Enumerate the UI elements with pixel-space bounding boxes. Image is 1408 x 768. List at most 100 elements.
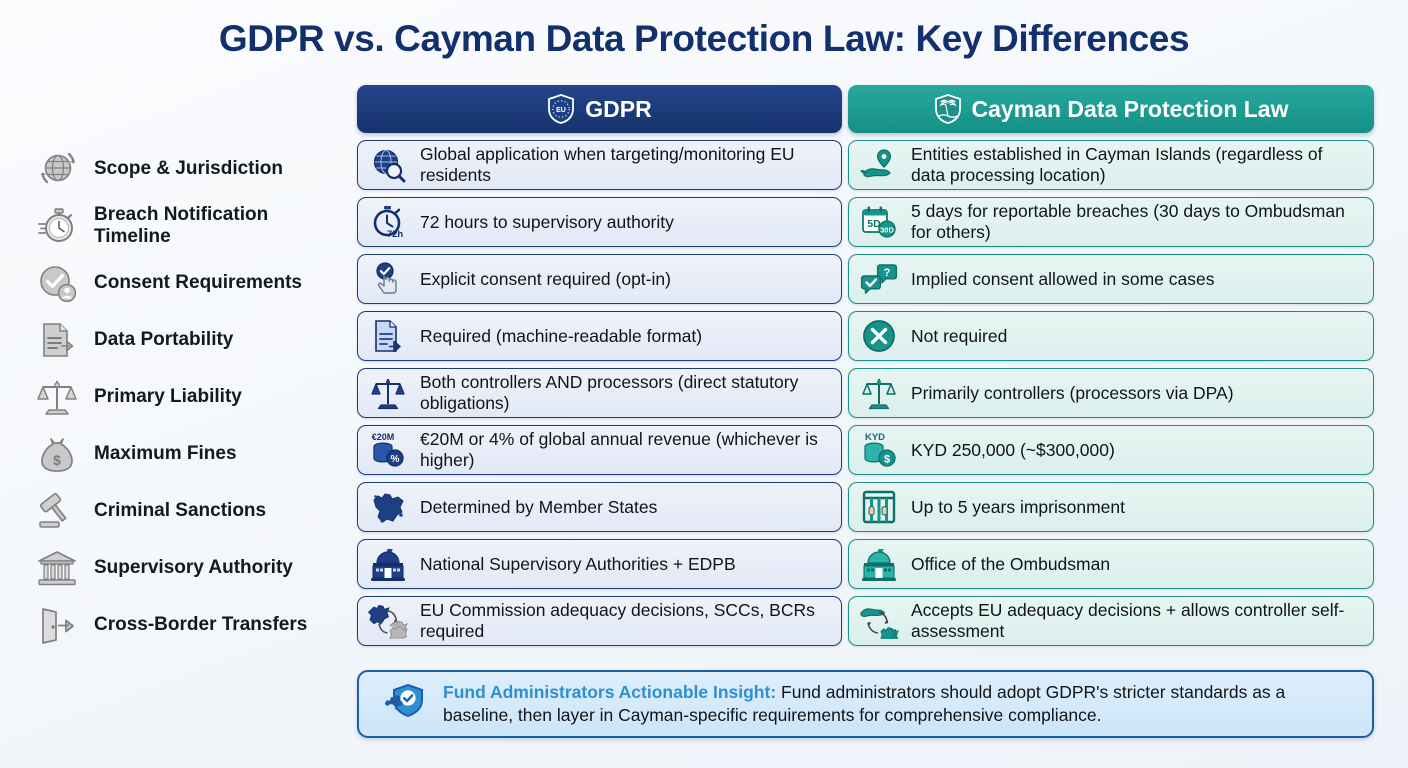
gdpr-cell-text: National Supervisory Authorities + EDPB — [420, 553, 736, 574]
criteria-row: Consent Requirements — [34, 254, 346, 311]
coins-eur20m-icon: €20M % — [368, 430, 408, 470]
cayman-cell: Accepts EU adequacy decisions + allows c… — [848, 596, 1374, 646]
gdpr-cell-text: Both controllers AND processors (direct … — [420, 372, 799, 413]
gdpr-cell-text: 72 hours to supervisory authority — [420, 211, 674, 232]
criteria-row: Supervisory Authority — [34, 539, 346, 596]
cayman-cell-text: Implied consent allowed in some cases — [911, 268, 1215, 289]
criteria-label: Criminal Sanctions — [94, 499, 267, 521]
table-row: Entities established in Cayman Islands (… — [848, 140, 1374, 197]
cayman-shield-icon — [934, 94, 962, 124]
gavel-icon — [34, 488, 80, 534]
table-row: National Supervisory Authorities + EDPB — [357, 539, 842, 596]
cayman-cell-text: Not required — [911, 325, 1008, 346]
gdpr-cell: Required (machine-readable format) — [357, 311, 842, 361]
coins-kyd-icon: KYD $ — [859, 430, 899, 470]
stopwatch-72h-icon: 72h — [368, 202, 408, 242]
globe-search-icon — [368, 145, 408, 185]
criteria-row: Breach Notification Timeline — [34, 197, 346, 254]
column-header-gdpr: EU GDPR — [357, 85, 842, 133]
table-row: Not required — [848, 311, 1374, 368]
gdpr-cell-text: EU Commission adequacy decisions, SCCs, … — [420, 600, 815, 641]
gdpr-cell: 72h 72 hours to supervisory authority — [357, 197, 842, 247]
svg-text:EU: EU — [556, 107, 566, 114]
column-header-cayman-label: Cayman Data Protection Law — [971, 95, 1289, 122]
table-row: Required (machine-readable format) — [357, 311, 842, 368]
column-header-cayman: Cayman Data Protection Law — [848, 85, 1374, 133]
table-row: Office of the Ombudsman — [848, 539, 1374, 596]
criteria-label: Maximum Fines — [94, 442, 237, 464]
scales-icon — [859, 373, 899, 413]
eu-transfer-arrows-icon — [368, 601, 408, 641]
criteria-label: Supervisory Authority — [94, 556, 293, 578]
table-row: Accepts EU adequacy decisions + allows c… — [848, 596, 1374, 653]
cayman-column: Entities established in Cayman Islands (… — [848, 140, 1374, 653]
svg-text:30D: 30D — [880, 226, 894, 235]
gdpr-cell: Determined by Member States — [357, 482, 842, 532]
column-header-gdpr-label: GDPR — [585, 95, 652, 122]
document-share-icon — [34, 317, 80, 363]
gdpr-cell: National Supervisory Authorities + EDPB — [357, 539, 842, 589]
svg-text:$: $ — [53, 452, 61, 468]
criteria-label: Cross-Border Transfers — [94, 613, 308, 635]
stopwatch-icon — [34, 203, 80, 249]
table-row: €20M % €20M or 4% of global annual reven… — [357, 425, 842, 482]
criteria-row: Primary Liability — [34, 368, 346, 425]
prison-bars-icon — [859, 487, 899, 527]
gdpr-cell: Both controllers AND processors (direct … — [357, 368, 842, 418]
government-building-icon — [368, 544, 408, 584]
table-row: Explicit consent required (opt-in) — [357, 254, 842, 311]
chat-check-question-icon: ? — [859, 259, 899, 299]
svg-text:%: % — [391, 454, 400, 465]
door-arrow-icon — [34, 602, 80, 648]
criteria-label: Scope & Jurisdiction — [94, 157, 283, 179]
svg-text:5D: 5D — [867, 218, 881, 230]
svg-text:72h: 72h — [387, 229, 404, 240]
criteria-row: Scope & Jurisdiction — [34, 140, 346, 197]
bank-columns-icon — [34, 545, 80, 591]
criteria-row: Criminal Sanctions — [34, 482, 346, 539]
cayman-cell-text: Up to 5 years imprisonment — [911, 496, 1125, 517]
cayman-cell-text: 5 days for reportable breaches (30 days … — [911, 201, 1345, 242]
criteria-label: Primary Liability — [94, 385, 242, 407]
actionable-insight-banner: Fund Administrators Actionable Insight: … — [357, 670, 1374, 738]
eu-map-icon — [368, 487, 408, 527]
svg-text:$: $ — [884, 454, 890, 466]
table-row: EU Commission adequacy decisions, SCCs, … — [357, 596, 842, 653]
table-row: 5D 30D 5 days for reportable breaches (3… — [848, 197, 1374, 254]
gdpr-cell: Explicit consent required (opt-in) — [357, 254, 842, 304]
scales-icon — [368, 373, 408, 413]
criteria-row: $ Maximum Fines — [34, 425, 346, 482]
criteria-label: Breach Notification Timeline — [94, 204, 269, 247]
cayman-cell: KYD $ KYD 250,000 (~$300,000) — [848, 425, 1374, 475]
island-eu-transfer-icon — [859, 601, 899, 641]
svg-text:?: ? — [884, 267, 891, 279]
table-row: Global application when targeting/monito… — [357, 140, 842, 197]
table-row: Determined by Member States — [357, 482, 842, 539]
table-row: KYD $ KYD 250,000 (~$300,000) — [848, 425, 1374, 482]
gdpr-cell-text: €20M or 4% of global annual revenue (whi… — [420, 429, 818, 470]
gdpr-cell: EU Commission adequacy decisions, SCCs, … — [357, 596, 842, 646]
table-row: Both controllers AND processors (direct … — [357, 368, 842, 425]
cayman-cell: 5D 30D 5 days for reportable breaches (3… — [848, 197, 1374, 247]
cayman-cell: Up to 5 years imprisonment — [848, 482, 1374, 532]
circle-x-icon — [859, 316, 899, 356]
table-row: Up to 5 years imprisonment — [848, 482, 1374, 539]
check-user-icon — [34, 260, 80, 306]
gdpr-column: Global application when targeting/monito… — [357, 140, 842, 653]
globe-arrows-icon — [34, 146, 80, 192]
cayman-cell: Office of the Ombudsman — [848, 539, 1374, 589]
eu-shield-icon: EU — [547, 94, 575, 124]
calendar-5d-30d-icon: 5D 30D — [859, 202, 899, 242]
page-title: GDPR vs. Cayman Data Protection Law: Key… — [218, 18, 1190, 59]
gdpr-cell: €20M % €20M or 4% of global annual reven… — [357, 425, 842, 475]
cayman-cell: ? Implied consent allowed in some cases — [848, 254, 1374, 304]
island-pin-icon — [859, 145, 899, 185]
scales-icon — [34, 374, 80, 420]
click-check-icon — [368, 259, 408, 299]
cayman-cell-text: Entities established in Cayman Islands (… — [911, 144, 1323, 185]
criteria-row: Data Portability — [34, 311, 346, 368]
money-bag-icon: $ — [34, 431, 80, 477]
table-row: 72h 72 hours to supervisory authority — [357, 197, 842, 254]
actionable-insight-text: Fund Administrators Actionable Insight: … — [443, 681, 1354, 727]
